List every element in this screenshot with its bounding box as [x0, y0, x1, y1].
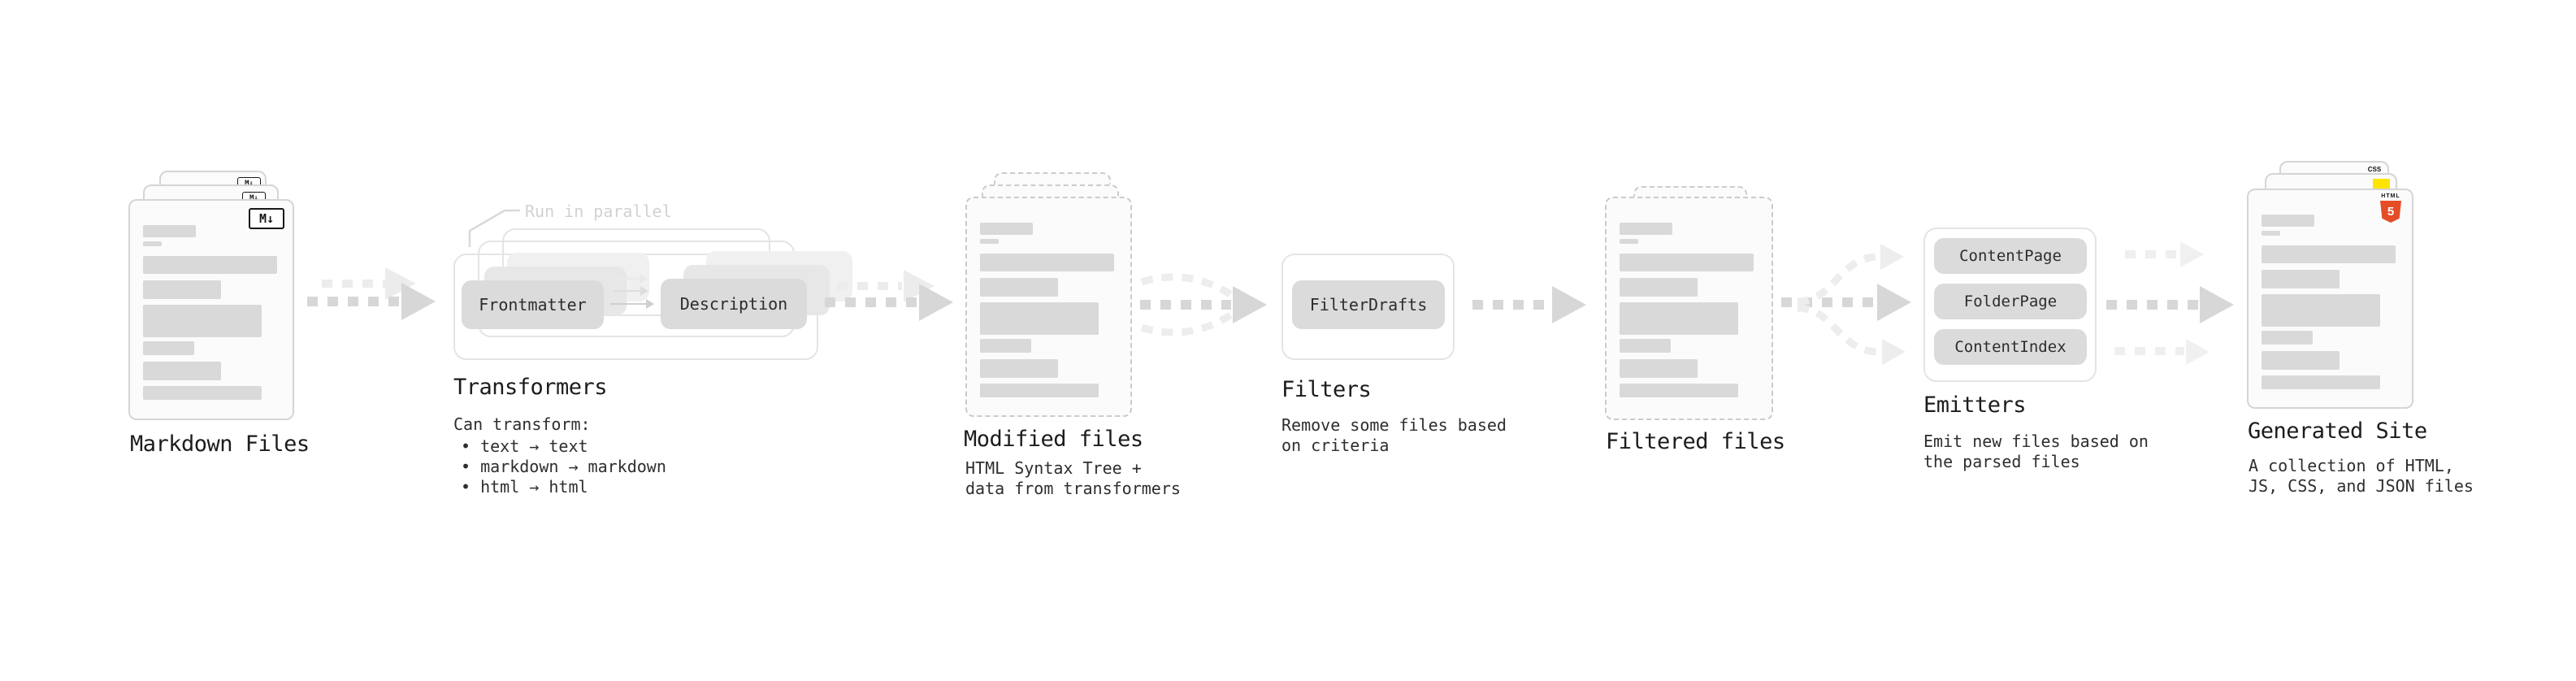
filterdrafts-box: FilterDrafts [1292, 280, 1445, 329]
emitter-pill-contentpage: ContentPage [1934, 238, 2087, 274]
doc-text-bar [1620, 254, 1754, 271]
doc-text-bar [980, 278, 1058, 297]
run-in-parallel-annotation: Run in parallel [525, 202, 672, 221]
doc-text-bar [1620, 384, 1738, 397]
document-page: HTML 5 [2247, 189, 2413, 409]
doc-text-lines [2262, 190, 2399, 407]
doc-text-bar [2262, 294, 2380, 327]
doc-text-lines [1620, 198, 1759, 419]
document-page [1605, 197, 1773, 420]
document-page [965, 197, 1132, 417]
doc-text-bar [2262, 245, 2396, 263]
arrow-dashes [1472, 300, 1550, 310]
doc-text-bar [143, 280, 221, 299]
doc-text-bar [143, 225, 196, 237]
html5-icon: HTML 5 [2379, 193, 2403, 223]
doc-text-bar [1620, 339, 1671, 353]
modified-files-desc: data from transformers [965, 479, 1181, 498]
doc-text-bar [1620, 223, 1672, 235]
arrow-dashes [2106, 300, 2198, 310]
stage-title-filtered-files: Filtered files [1606, 429, 1785, 454]
stage-title-markdown-files: Markdown Files [130, 432, 310, 457]
stage-title-generated-site: Generated Site [2248, 419, 2427, 444]
arrow-head [1880, 244, 1904, 270]
doc-text-lines [143, 201, 280, 419]
arrow-head [1552, 286, 1586, 323]
transformers-bullet: • markdown → markdown [461, 457, 666, 476]
document-page: M↓ [128, 199, 294, 420]
doc-text-bar [980, 384, 1099, 397]
arrow-head [1882, 339, 1906, 365]
transform-arrow [610, 299, 656, 309]
stage-title-transformers: Transformers [453, 375, 608, 400]
arrow-dashes [2125, 250, 2179, 258]
arrow-head [919, 284, 953, 321]
arrow-head [2200, 286, 2234, 323]
frontmatter-box: Frontmatter [462, 280, 604, 329]
doc-text-bar [980, 339, 1031, 353]
transformers-desc-heading: Can transform: [453, 414, 591, 434]
generated-site-desc: A collection of HTML, [2249, 456, 2454, 475]
transformers-bullet: • text → text [461, 436, 588, 456]
description-box: Description [661, 279, 807, 329]
arrow-head [401, 283, 436, 320]
arrow-head [2180, 241, 2204, 267]
arrow-dashes [825, 297, 918, 307]
doc-text-bar [1620, 239, 1638, 244]
doc-text-bar [143, 305, 262, 337]
doc-text-bar [143, 256, 277, 274]
doc-text-bar [2262, 270, 2340, 288]
modified-files-desc: HTML Syntax Tree + [965, 458, 1142, 478]
doc-text-bar [1620, 359, 1698, 378]
doc-text-bar [2262, 375, 2380, 389]
doc-text-bar [2262, 215, 2314, 227]
doc-text-bar [980, 302, 1099, 335]
doc-text-lines [980, 198, 1117, 415]
arrow-dashes [837, 282, 902, 290]
stage-title-filters: Filters [1281, 377, 1372, 402]
filters-desc: Remove some files based [1281, 415, 1507, 435]
doc-text-bar [143, 362, 221, 380]
doc-text-bar [1620, 278, 1698, 297]
arrow-dashes [2114, 347, 2184, 355]
filters-desc: on criteria [1281, 436, 1390, 455]
emitters-desc: the parsed files [1923, 452, 2080, 471]
doc-text-bar [980, 254, 1114, 271]
doc-text-bar [2262, 331, 2313, 345]
emitter-pill-folderpage: FolderPage [1934, 284, 2087, 319]
doc-text-bar [980, 223, 1033, 235]
transform-arrow [616, 274, 648, 284]
markdown-icon: M↓ [249, 208, 284, 229]
doc-text-bar [143, 341, 194, 355]
doc-text-bar [143, 241, 162, 246]
arrow-dashes [307, 297, 401, 306]
arrow-dashes [1781, 297, 1876, 307]
doc-text-bar [1620, 302, 1738, 335]
stage-title-modified-files: Modified files [964, 427, 1143, 452]
generated-site-desc: JS, CSS, and JSON files [2249, 476, 2474, 496]
arrow-dashes [322, 280, 385, 288]
js-icon [2373, 179, 2390, 190]
arrow-dashes [1140, 300, 1231, 310]
transform-arrow [614, 286, 650, 296]
arrow-head [2186, 339, 2210, 365]
stage-title-emitters: Emitters [1923, 393, 2027, 418]
emitters-desc: Emit new files based on [1923, 432, 2149, 451]
emitter-pill-contentindex: ContentIndex [1934, 329, 2087, 365]
transformers-bullet: • html → html [461, 477, 588, 497]
doc-text-bar [980, 359, 1058, 378]
doc-text-bar [2262, 351, 2340, 370]
doc-text-bar [2262, 231, 2280, 236]
arrow-head [1233, 286, 1267, 323]
doc-text-bar [143, 386, 262, 400]
doc-text-bar [980, 239, 999, 244]
arrow-head [1877, 284, 1911, 321]
